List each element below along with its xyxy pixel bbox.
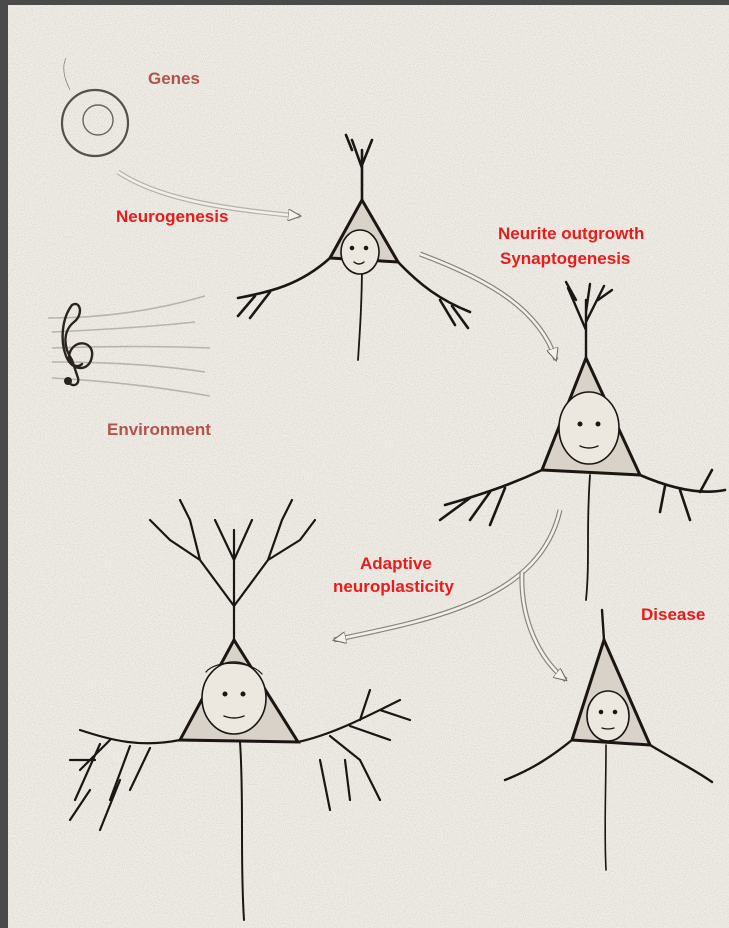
label-neurogenesis: Neurogenesis	[116, 206, 228, 227]
label-synaptogenesis: Synaptogenesis	[500, 248, 630, 269]
label-disease: Disease	[641, 604, 705, 625]
label-environment: Environment	[107, 419, 211, 440]
left-frame-border	[0, 0, 8, 928]
top-frame-border	[0, 0, 729, 5]
label-adaptive: Adaptive	[360, 553, 432, 574]
label-neurite-outgrowth: Neurite outgrowth	[498, 223, 644, 244]
label-neuroplasticity: neuroplasticity	[333, 576, 454, 597]
label-genes: Genes	[148, 68, 200, 89]
